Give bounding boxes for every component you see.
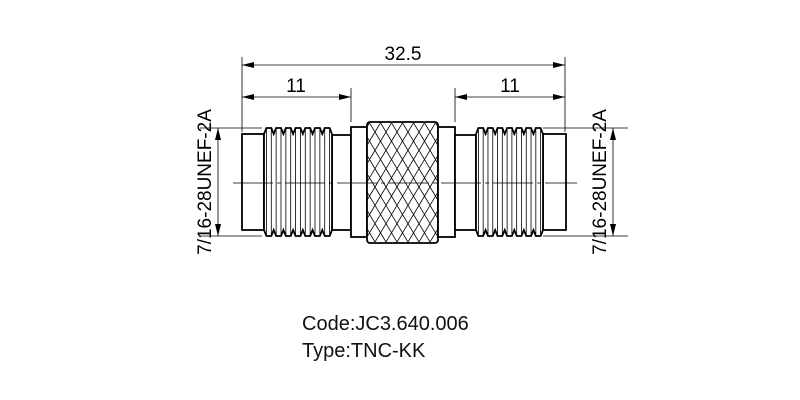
knurl-line [367,123,381,147]
knurl-line [391,123,438,202]
knurl-line [418,209,438,242]
knurl-pattern [367,123,438,242]
knurl-line [407,191,438,242]
knurl-line [380,123,438,220]
knurl-line [367,123,403,183]
thread-fill [476,134,543,230]
knurl-line [369,123,438,238]
left-collar [350,126,368,238]
knurl-line [424,123,438,147]
thread-crest-top [475,127,544,137]
knurl-line [374,136,438,242]
knurl-line [385,154,438,242]
left-neck [331,134,352,231]
right-neck [454,134,477,231]
overall-length-label: 32.5 [385,44,422,65]
right-thread [475,127,544,237]
left-end-cap [241,133,265,231]
thread-fill [264,134,332,230]
thread-crest-bottom [263,227,333,237]
left-thread-spec-label: 7/16-28UNEF-2A [195,109,216,255]
knurl-line [367,123,392,165]
knurl-line [413,123,438,165]
knurl-line [367,136,431,242]
extension-lines [200,57,628,237]
knurl-line [367,123,436,238]
knurl-line [367,209,387,242]
right-end-cap [542,133,567,231]
right-collar [437,126,456,238]
knurl-line [367,154,420,242]
knurl-line [367,172,409,242]
left-thread [263,127,333,237]
knurl-line [396,172,438,242]
left-length-label: 11 [286,76,306,97]
knurl-line [367,123,425,220]
thread-crest-bottom [475,227,544,237]
right-length-label: 11 [500,76,520,97]
knurl-line [402,123,438,183]
thread-crest-top [263,127,333,137]
knurl-line [367,191,398,242]
code-label: Code:JC3.640.006 [302,313,469,335]
type-label: Type:TNC-KK [302,340,426,362]
connector-body [241,121,567,244]
knurl-line [367,123,414,202]
right-thread-spec-label: 7/16-28UNEF-2A [590,109,611,255]
